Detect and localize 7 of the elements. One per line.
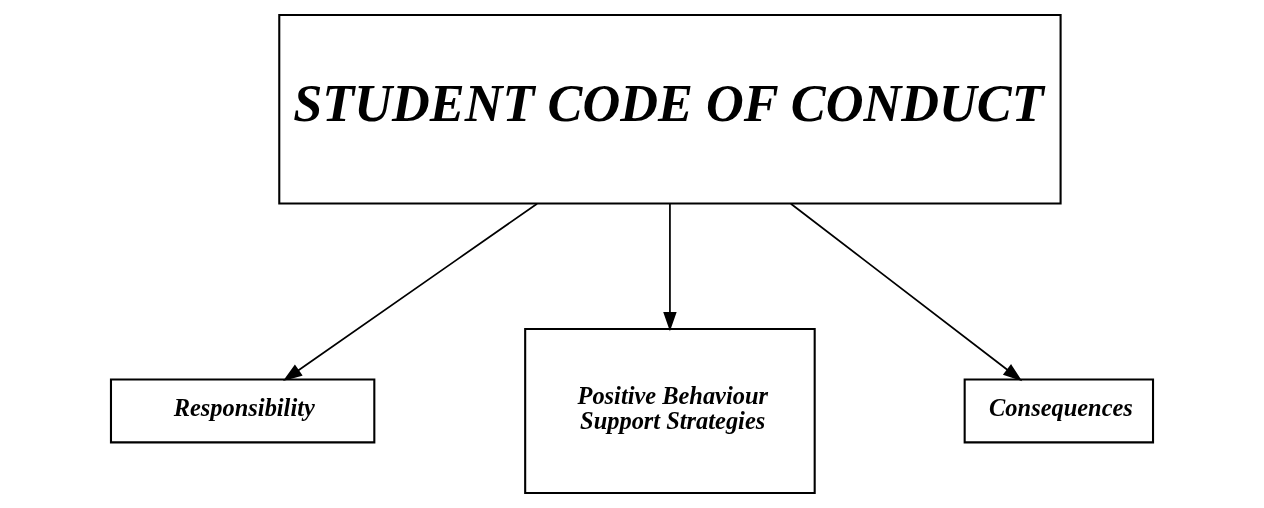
arrow (283, 202, 538, 382)
node-box: Responsibility (109, 378, 376, 444)
arrow (663, 202, 677, 332)
node-box: Positive Behaviour Support Strategies (524, 327, 816, 494)
node-box: Consequences (963, 378, 1155, 444)
arrow (790, 202, 1023, 382)
node-box: STUDENT CODE OF CONDUCT (278, 14, 1062, 205)
